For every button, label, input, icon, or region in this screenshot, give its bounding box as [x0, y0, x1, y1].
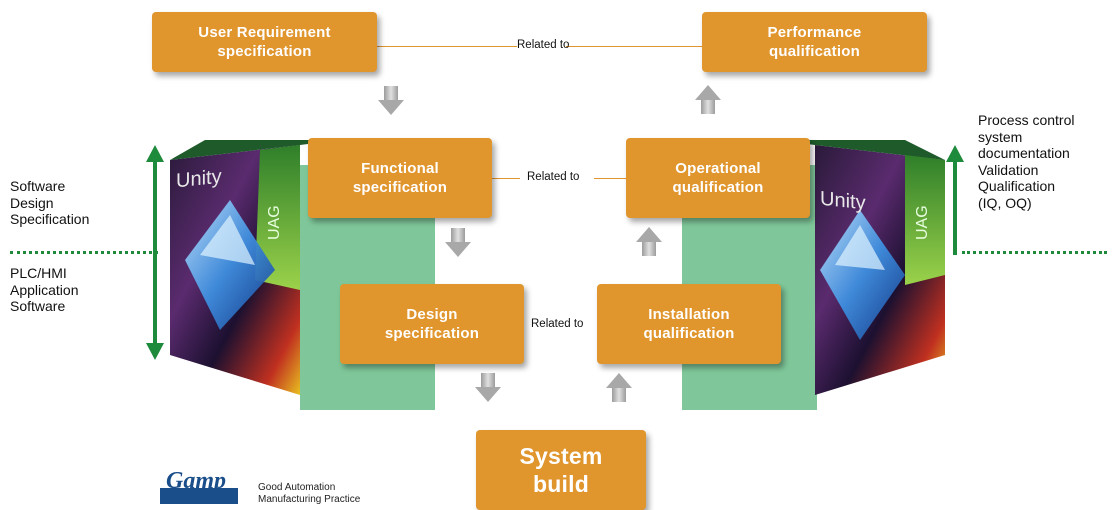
- box-line-1: Operational: [675, 160, 761, 177]
- gamp-logo-text: Gamp: [166, 468, 226, 494]
- box-line-2: specification: [217, 43, 312, 60]
- related-line-mid-left: [492, 178, 520, 179]
- related-to-label-middle: Related to: [527, 171, 580, 183]
- installation-qualification-box: Installation qualification: [597, 284, 781, 364]
- caption-line: Manufacturing Practice: [258, 494, 361, 505]
- right-cube-unity-text: Unity: [820, 187, 866, 215]
- related-line-top-left: [377, 46, 517, 47]
- gray-arrow-down-2: [445, 228, 471, 257]
- box-line-2: qualification: [672, 179, 764, 196]
- label-line: Process control: [978, 112, 1075, 128]
- related-to-label-top: Related to: [517, 39, 570, 51]
- label-line: Software: [10, 178, 66, 194]
- box-line-1: User Requirement: [198, 24, 331, 41]
- functional-specification-box: Functional specification: [308, 138, 492, 218]
- gamp-caption: Good Automation Manufacturing Practice: [258, 482, 360, 506]
- box-line-2: build: [533, 471, 589, 497]
- label-line: (IQ, OQ): [978, 194, 1032, 211]
- label-line: Software: [10, 298, 66, 314]
- software-design-specification-label: Software Design Specification: [10, 178, 89, 228]
- performance-qualification-box: Performance qualification: [702, 12, 927, 72]
- label-line: PLC/HMI: [10, 265, 67, 281]
- right-cube: [775, 140, 945, 395]
- box-line-2: specification: [384, 325, 480, 342]
- box-line-1: Functional: [361, 160, 439, 177]
- process-control-documentation-label: Process control system documentation Val…: [978, 112, 1074, 211]
- related-to-label-bottom: Related to: [531, 318, 584, 330]
- label-line: documentation: [978, 145, 1070, 161]
- gray-arrow-up-2: [636, 227, 662, 256]
- left-cube-unity-text: Unity: [176, 165, 222, 193]
- left-cube: [170, 140, 340, 395]
- box-line-1: System: [519, 443, 603, 469]
- related-line-top-right: [566, 46, 702, 47]
- label-line: system: [978, 128, 1023, 145]
- operational-qualification-box: Operational qualification: [626, 138, 810, 218]
- caption-line: Good Automation: [258, 482, 336, 493]
- left-dotted-separator: [10, 251, 158, 254]
- gray-arrow-down-1: [378, 86, 404, 115]
- label-line: Qualification: [978, 178, 1056, 194]
- label-line: Validation: [978, 161, 1039, 178]
- box-line-1: Installation: [648, 306, 730, 323]
- related-line-mid-right: [594, 178, 626, 179]
- gray-arrow-up-1: [695, 85, 721, 114]
- plc-hmi-application-software-label: PLC/HMI Application Software: [10, 265, 79, 315]
- user-requirement-specification-box: User Requirement specification: [152, 12, 377, 72]
- label-line: Design: [10, 194, 54, 211]
- left-cube-uag-text: UAG: [266, 205, 283, 240]
- gamp-logo-mark: [160, 488, 238, 504]
- right-cube-uag-text: UAG: [914, 205, 931, 240]
- box-line-2: specification: [352, 179, 448, 196]
- box-line-2: qualification: [643, 325, 735, 342]
- box-line-1: Design: [406, 306, 458, 323]
- label-line: Specification: [10, 211, 90, 227]
- gray-arrow-up-3: [606, 373, 632, 402]
- right-dotted-separator: [962, 251, 1107, 254]
- gray-arrow-down-3: [475, 373, 501, 402]
- right-green-up-arrow: [946, 145, 964, 255]
- box-line-2: qualification: [769, 43, 860, 60]
- label-line: Application: [10, 281, 79, 298]
- box-line-1: Performance: [767, 24, 862, 41]
- design-specification-box: Design specification: [340, 284, 524, 364]
